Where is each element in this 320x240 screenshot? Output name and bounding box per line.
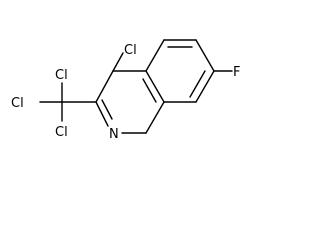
bond-c8-c8a-single <box>145 39 165 72</box>
atom-label-cl-top: Cl <box>55 68 68 83</box>
bond-n1-c2-double-inner <box>101 99 113 120</box>
atom-label-cl-bottom: Cl <box>55 125 68 140</box>
bond-c4-cl <box>112 52 124 72</box>
atom-label-cl-4: Cl <box>124 43 137 58</box>
bond-c5-c6-double-inner <box>189 70 206 98</box>
bond-c4-c4a-double-inner <box>142 78 157 103</box>
atom-label-n-1: N <box>109 127 119 142</box>
bond-c4a-c8a-single <box>145 101 165 134</box>
bond-c6-c7-single <box>195 39 215 72</box>
bond-c2-c3-single <box>95 70 114 103</box>
bond-c4-c4a-double <box>145 70 165 103</box>
bond-c5-c6-double <box>195 70 215 103</box>
atom-label-f-6: F <box>233 65 240 80</box>
atom-label-cl-left: Cl <box>11 96 24 111</box>
chemical-structure-drawing: Cl F N Cl Cl Cl <box>11 39 240 142</box>
bond-n1-c2-double <box>95 101 109 127</box>
